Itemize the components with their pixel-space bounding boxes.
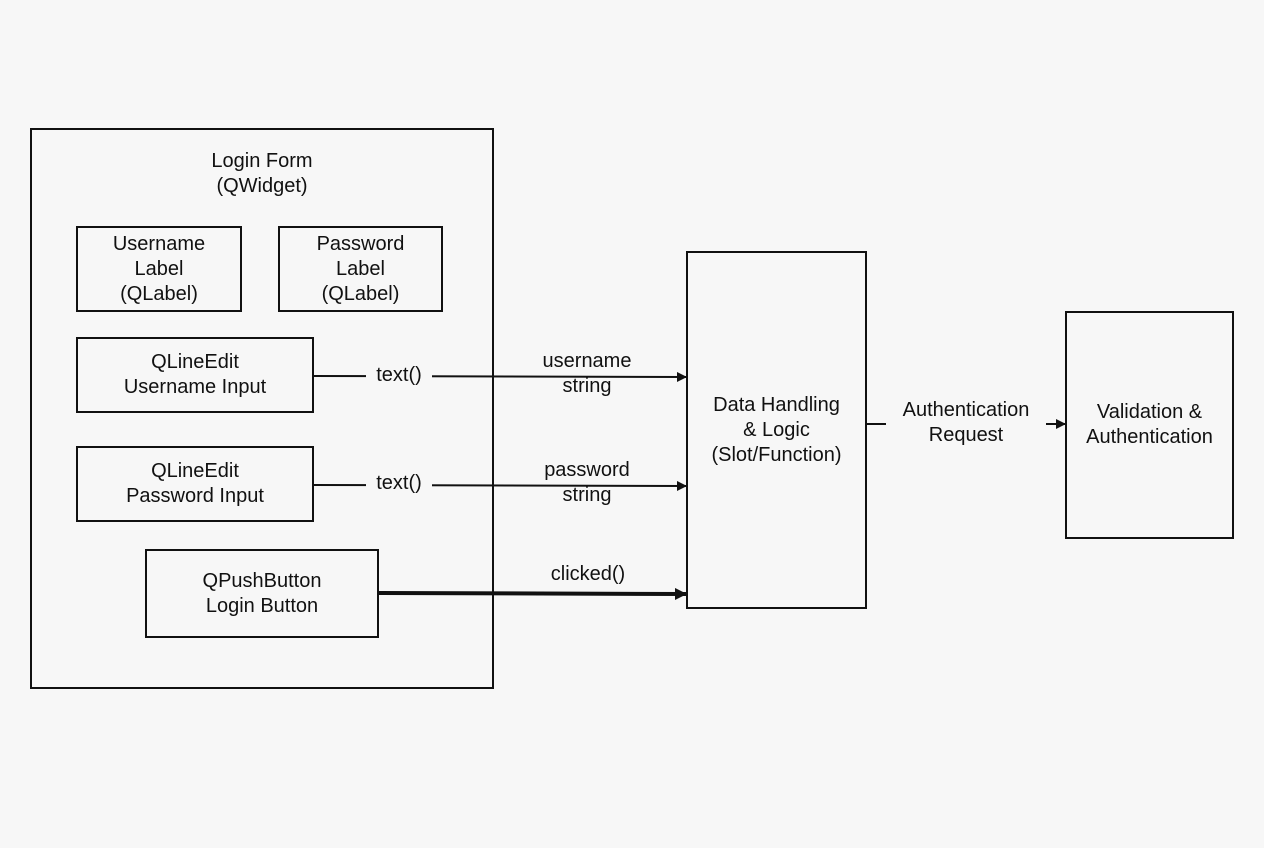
login-button-box: QPushButton Login Button (145, 549, 379, 638)
username-label-box: Username Label (QLabel) (76, 226, 242, 312)
password-input-text: QLineEdit Password Input (126, 460, 264, 507)
username-input-box: QLineEdit Username Input (76, 337, 314, 413)
username-method-label: text() (366, 363, 432, 388)
password-label-box: Password Label (QLabel) (278, 226, 443, 312)
password-method-label: text() (366, 471, 432, 496)
data-handling-text: Data Handling & Logic (Slot/Function) (711, 393, 842, 466)
clicked-signal-label: clicked() (550, 563, 626, 585)
login-form-title: Login Form (QWidget) (211, 150, 313, 197)
clicked-connector-line (378, 587, 687, 600)
password-input-box: QLineEdit Password Input (76, 446, 314, 522)
username-payload-label: username string (542, 350, 632, 397)
login-form-container (30, 128, 494, 689)
validation-text: Validation & Authentication (1086, 401, 1213, 448)
login-button-text: QPushButton Login Button (202, 569, 322, 617)
password-payload-label: password string (544, 459, 630, 506)
validation-box: Validation & Authentication (1065, 311, 1234, 539)
auth-request-label: Authentication Request (886, 398, 1046, 448)
username-label-text: Username Label (QLabel) (112, 232, 206, 305)
data-handling-box: Data Handling & Logic (Slot/Function) (686, 251, 867, 609)
username-input-text: QLineEdit Username Input (123, 351, 267, 398)
password-label-text: Password Label (QLabel) (316, 232, 405, 305)
